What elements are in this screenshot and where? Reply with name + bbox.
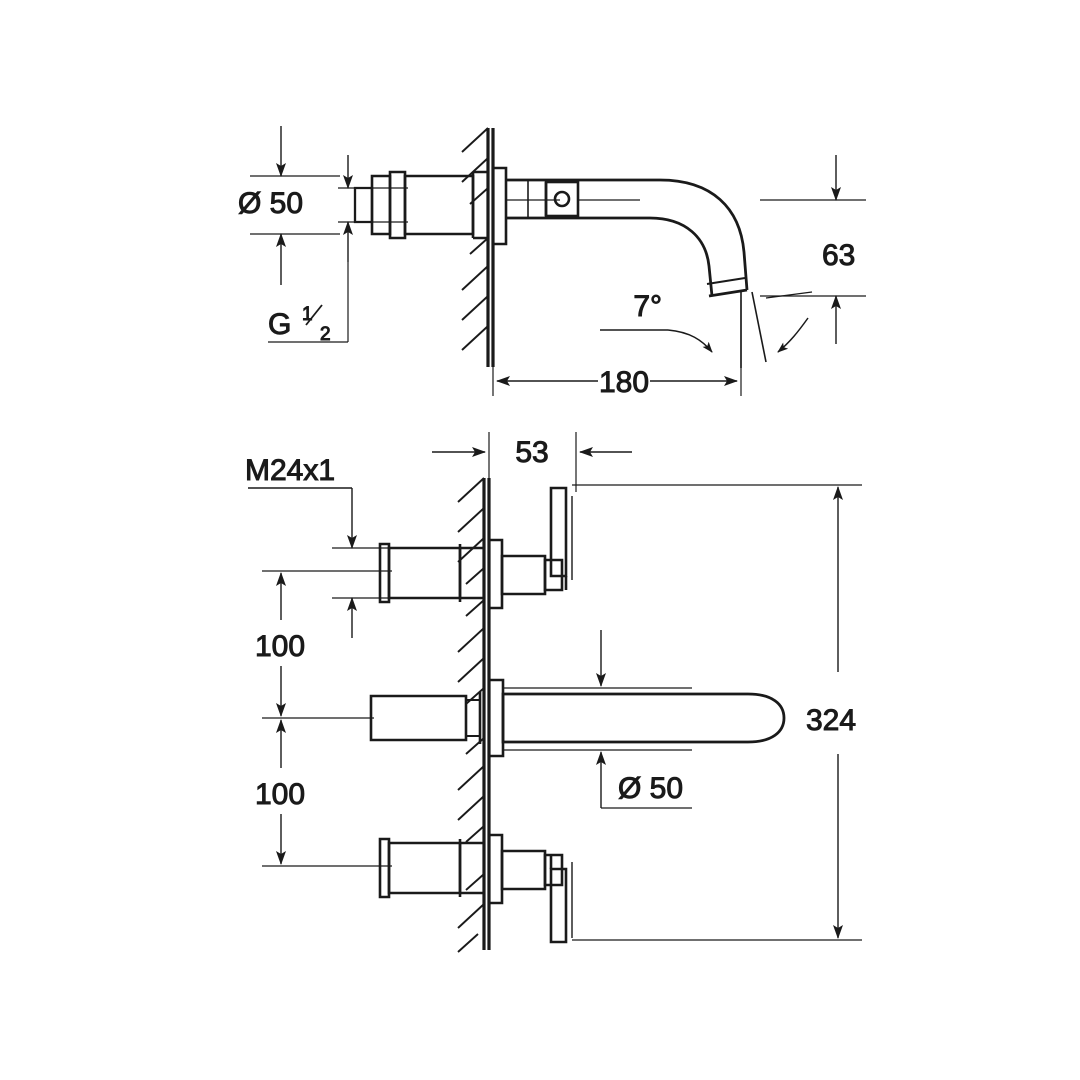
side-section-view: Ø 50 G 1 2 63 180: [238, 126, 866, 400]
dim-label-thread-denominator: 2: [320, 324, 331, 345]
spout-arm-top: [506, 178, 749, 298]
front-elevation-view: M24x1 53 100 100: [245, 432, 862, 953]
dim-label-thread-numerator: 1: [302, 304, 313, 325]
set-screw-detail: [527, 180, 580, 218]
dim-spacing-lower: 100: [255, 719, 392, 867]
dim-label-wall-offset: 53: [515, 436, 548, 469]
spout-front-view: [369, 678, 786, 758]
dim-label-spout-height: 63: [822, 239, 855, 272]
dim-label-spacing-lower: 100: [255, 778, 305, 811]
dim-label-thread-inlet: G: [268, 308, 291, 341]
upper-valve-assembly: [378, 486, 573, 610]
dim-overall-width: 324: [572, 484, 862, 941]
dim-wall-offset: 53: [432, 432, 632, 540]
dim-label-spacing-upper: 100: [255, 630, 305, 663]
dim-spout-angle: 7°: [600, 290, 813, 368]
wall-top: [461, 127, 495, 367]
dim-spacing-upper: 100: [255, 570, 392, 719]
dim-label-overall-width: 324: [806, 704, 856, 737]
dim-label-valve-thread: M24x1: [245, 454, 335, 487]
lower-valve-assembly: [378, 833, 573, 944]
dim-spout-height: 63: [760, 155, 866, 344]
dim-diameter-top: Ø 50: [238, 126, 340, 285]
dim-label-diameter-top: Ø 50: [238, 187, 303, 220]
dim-label-spout-angle: 7°: [633, 290, 662, 323]
dim-label-diameter-bottom: Ø 50: [618, 772, 683, 805]
dim-projection: 180: [492, 244, 742, 400]
dim-diameter-bottom: Ø 50: [503, 630, 692, 809]
dim-thread-inlet: G 1 2: [268, 155, 408, 346]
dim-valve-thread: M24x1: [245, 454, 392, 638]
dim-label-projection: 180: [599, 366, 649, 399]
inlet-valve-body-top: [353, 166, 508, 246]
